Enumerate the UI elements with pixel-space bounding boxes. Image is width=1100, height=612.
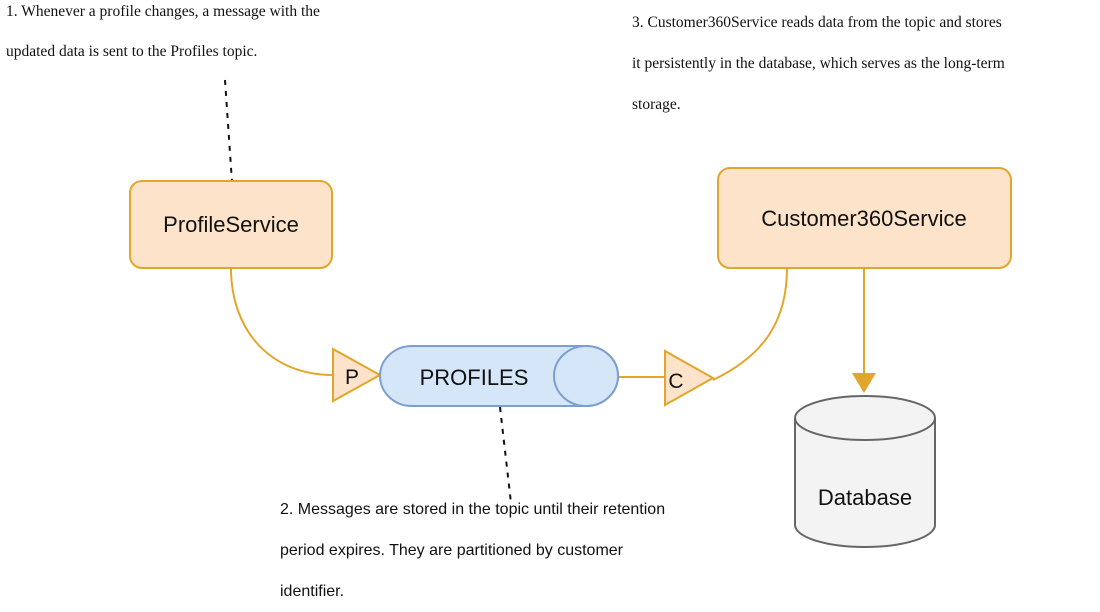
profile-service-node: ProfileService xyxy=(129,180,333,269)
annotation-leader-1 xyxy=(224,79,233,183)
topic-cylinder-end xyxy=(553,345,619,407)
annotation-profile-change: 1. Whenever a profile changes, a message… xyxy=(6,0,320,72)
annotation-leader-2 xyxy=(499,406,512,504)
customer360-service-label: Customer360Service xyxy=(761,206,966,231)
annotation-line: 3. Customer360Service reads data from th… xyxy=(632,14,1002,31)
annotation-topic-retention: 2. Messages are stored in the topic unti… xyxy=(280,489,665,612)
producer-triangle-icon xyxy=(332,347,383,403)
connector-consumer-to-customer360 xyxy=(712,267,788,381)
consumer-triangle-icon xyxy=(664,349,716,407)
profile-service-label: ProfileService xyxy=(163,212,299,237)
customer360-service-box xyxy=(717,167,1012,269)
annotation-line: 1. Whenever a profile changes, a message… xyxy=(6,3,320,20)
connector-profileservice-to-producer xyxy=(230,267,334,376)
annotation-line: 2. Messages are stored in the topic unti… xyxy=(280,501,666,518)
annotation-line: storage. xyxy=(632,96,681,113)
profiles-topic-label: PROFILES xyxy=(420,365,529,390)
database-body xyxy=(794,418,936,548)
customer360-service-node: Customer360Service xyxy=(717,167,1012,269)
consumer-marker: C xyxy=(664,349,716,407)
producer-marker-label: P xyxy=(345,366,359,389)
arrowhead-database-icon xyxy=(852,373,876,393)
consumer-marker-label: C xyxy=(668,370,683,393)
annotation-line: period expires. They are partitioned by … xyxy=(280,542,623,559)
annotation-line: it persistently in the database, which s… xyxy=(632,55,1005,72)
annotation-customer360-reads: 3. Customer360Service reads data from th… xyxy=(632,2,1005,125)
annotation-line: updated data is sent to the Profiles top… xyxy=(6,43,258,60)
database-top xyxy=(794,395,936,441)
producer-marker: P xyxy=(332,347,383,403)
profile-service-box xyxy=(129,180,333,269)
database-node: Database xyxy=(794,395,936,548)
annotation-line: identifier. xyxy=(280,583,345,600)
profiles-topic-node: PROFILES xyxy=(379,345,619,407)
database-label: Database xyxy=(818,485,912,510)
